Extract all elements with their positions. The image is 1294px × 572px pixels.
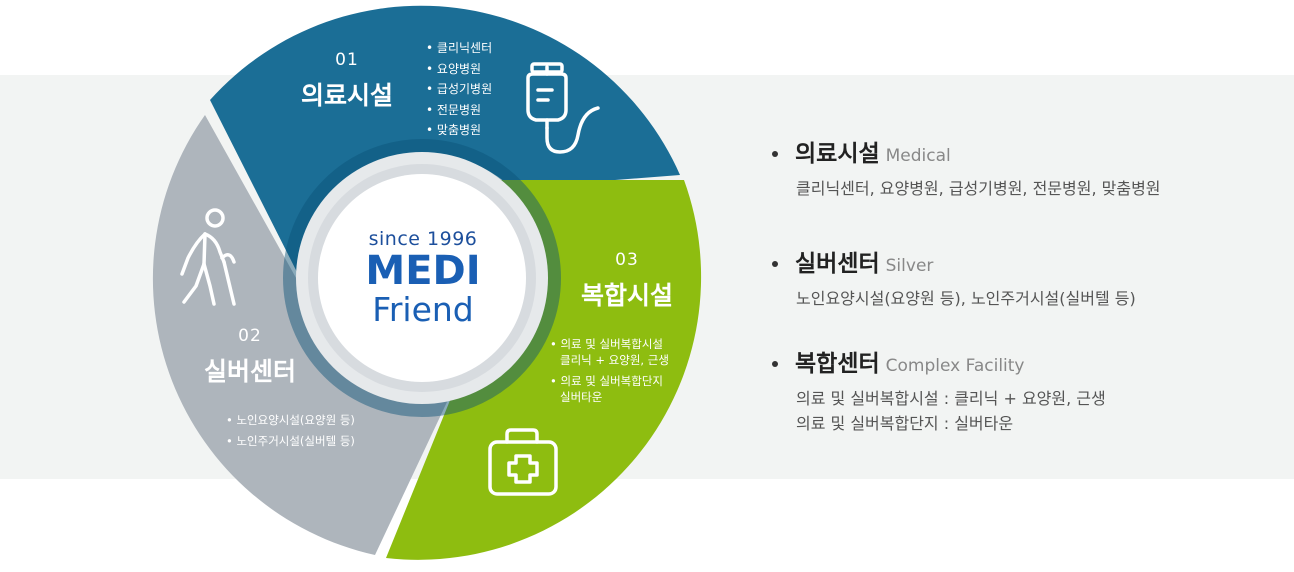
- segment-title: 복합시설: [580, 281, 673, 310]
- legend-desc: 노인요양시설(요양원 등), 노인주거시설(실버텔 등): [796, 289, 1136, 308]
- inner-ring-shadow: [283, 139, 561, 417]
- iv-drip-icon: [526, 62, 600, 154]
- segment-complex-label: 03 복합시설: [572, 250, 682, 312]
- list-item: 맞춤병원: [426, 120, 492, 141]
- segment-complex: [386, 180, 702, 560]
- segment-title: 실버센터: [203, 357, 296, 386]
- list-item-detail: 실버타운: [560, 390, 603, 404]
- list-item: 전문병원: [426, 100, 492, 121]
- segment-title: 의료시설: [300, 81, 393, 110]
- list-item: 급성기병원: [426, 79, 492, 100]
- legend-desc: 클리닉센터, 요양병원, 급성기병원, 전문병원, 맞춤병원: [796, 179, 1161, 198]
- segment-number: 02: [238, 326, 262, 346]
- first-aid-kit-icon: [488, 428, 558, 496]
- legend-title: 복합센터: [795, 351, 880, 377]
- logo-friend: Friend: [372, 290, 474, 329]
- legend-subtitle: Silver: [885, 256, 934, 276]
- list-item: 의료 및 실버복합단지: [550, 373, 669, 389]
- logo-since: since 1996: [368, 228, 478, 250]
- segment-silver-list: 노인요양시설(요양원 등) 노인주거시설(실버텔 등): [226, 410, 354, 452]
- segment-medical-label: 01 의료시설: [292, 50, 402, 112]
- legend-subtitle: Complex Facility: [885, 356, 1025, 376]
- center-logo: since 1996 MEDI Friend: [358, 228, 488, 328]
- legend-title: 의료시설: [795, 141, 880, 167]
- legend-desc-line: 의료 및 실버복합시설 : 클리닉 + 요양원, 근생: [796, 389, 1106, 408]
- list-item: 의료 및 실버복합시설: [550, 336, 669, 352]
- segment-silver-label: 02 실버센터: [195, 326, 305, 388]
- list-item: 노인요양시설(요양원 등): [226, 410, 354, 431]
- list-item: 클리닉센터: [426, 38, 492, 59]
- legend-subtitle: Medical: [885, 146, 951, 166]
- segment-number: 01: [335, 50, 359, 70]
- bullet-dot: [772, 150, 778, 157]
- center-circle: [318, 174, 526, 382]
- elderly-person-icon: [180, 208, 236, 306]
- bullet-dot: [772, 260, 778, 267]
- segment-number: 03: [615, 250, 639, 270]
- legend-desc-line: 의료 및 실버복합단지 : 실버타운: [796, 414, 1014, 433]
- bullet-dot: [772, 360, 778, 367]
- segment-medical-list: 클리닉센터 요양병원 급성기병원 전문병원 맞춤병원: [426, 38, 492, 141]
- legend-title: 실버센터: [795, 251, 880, 277]
- segment-complex-list: 의료 및 실버복합시설 클리닉 + 요양원, 근생 의료 및 실버복합단지 실버…: [550, 336, 669, 405]
- list-item-detail: 클리닉 + 요양원, 근생: [560, 353, 669, 367]
- legend-desc: 의료 및 실버복합시설 : 클리닉 + 요양원, 근생 의료 및 실버복합단지 …: [796, 386, 1106, 436]
- list-item: 요양병원: [426, 59, 492, 80]
- logo-medi: MEDI: [365, 248, 481, 294]
- list-item: 노인주거시설(실버텔 등): [226, 431, 354, 452]
